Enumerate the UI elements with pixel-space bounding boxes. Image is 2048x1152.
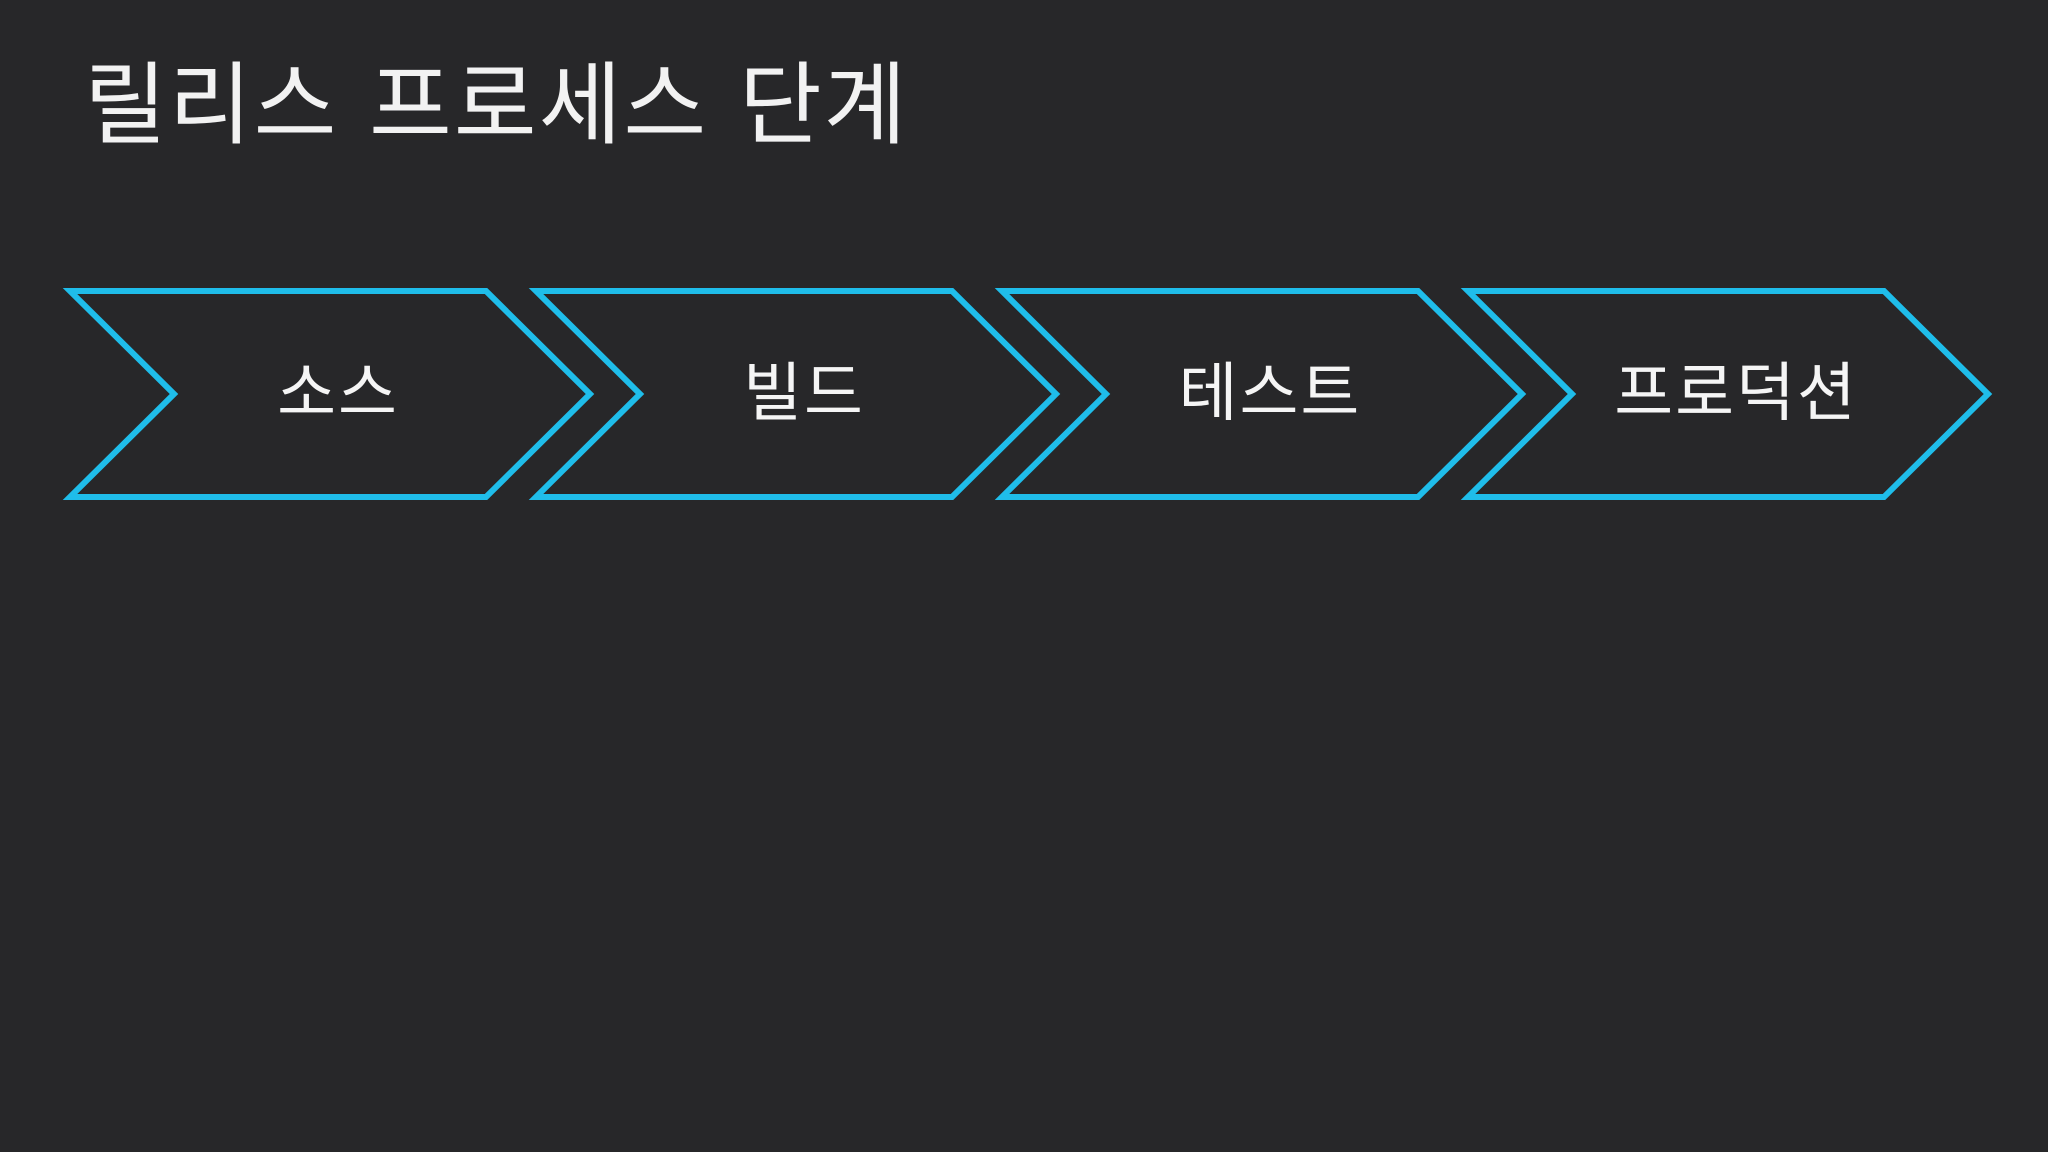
process-step-source: 소스 <box>62 288 595 500</box>
process-step-build: 빌드 <box>528 288 1061 500</box>
chevron-shape <box>62 288 595 500</box>
chevron-shape <box>994 288 1527 500</box>
chevron-shape <box>1460 288 1993 500</box>
process-step-production: 프로덕션 <box>1460 288 1993 500</box>
process-step-label: 빌드 <box>743 357 865 431</box>
slide-title: 릴리스 프로세스 단계 <box>84 53 909 158</box>
process-step-test: 테스트 <box>994 288 1527 500</box>
process-step-label: 소스 <box>277 357 399 431</box>
process-step-label: 테스트 <box>1179 357 1362 431</box>
process-step-label: 프로덕션 <box>1614 357 1858 431</box>
chevron-shape <box>528 288 1061 500</box>
